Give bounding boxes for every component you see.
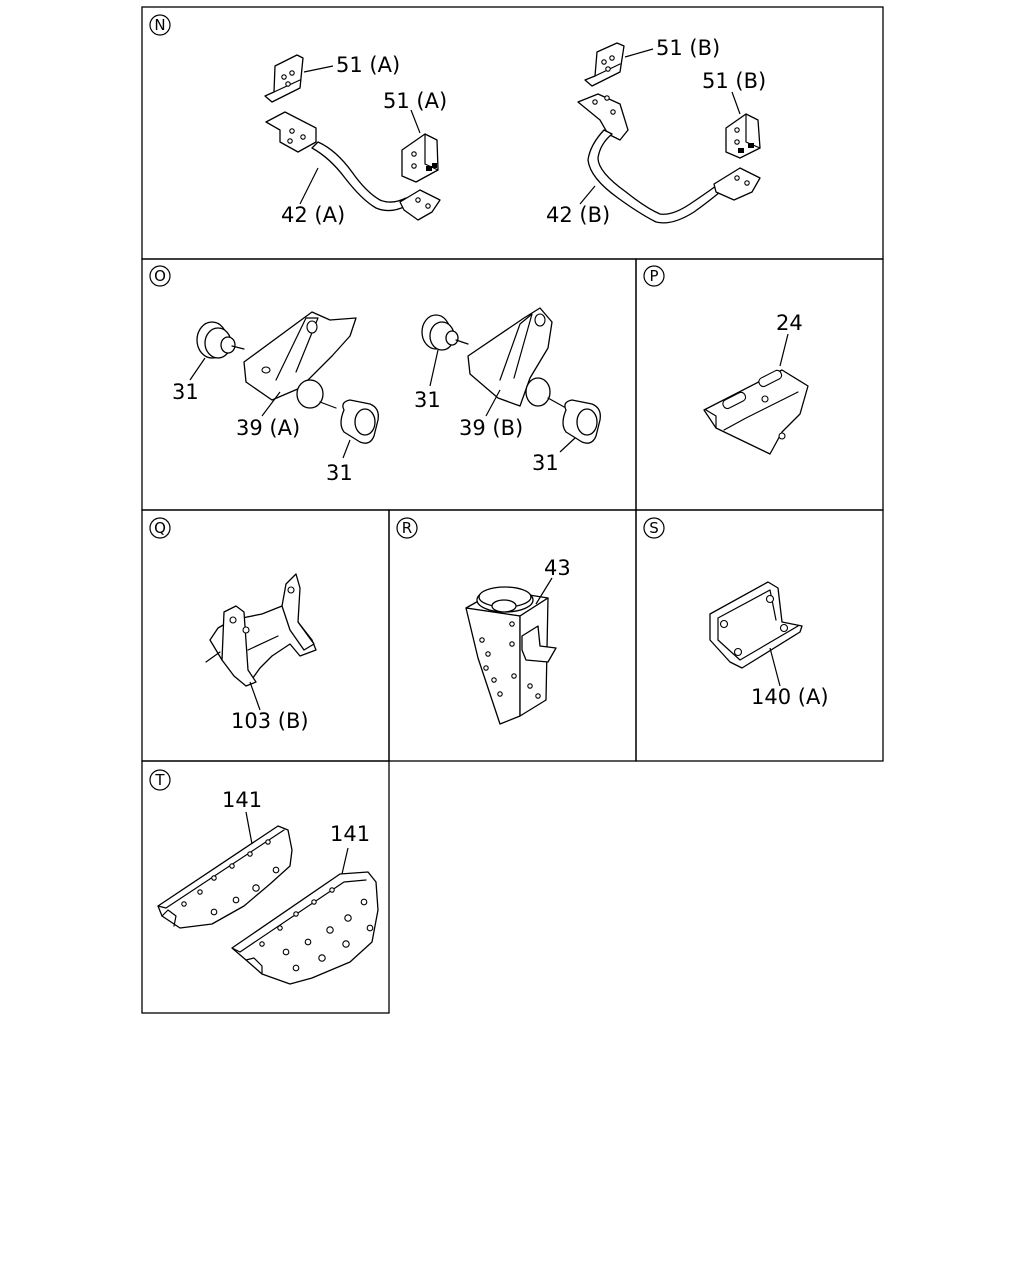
section-letter: Q — [154, 519, 166, 537]
plate-141-lower — [231, 871, 379, 985]
label-141-upper: 141 — [222, 788, 262, 812]
spring-hanger-39a — [243, 311, 357, 409]
frame-t — [141, 760, 390, 1014]
spring-hanger-103b — [205, 573, 317, 687]
section-marker-o: O — [149, 265, 171, 287]
label-42b: 42 (B) — [546, 203, 610, 227]
label-31-b: 31 — [326, 461, 353, 485]
label-43: 43 — [544, 556, 571, 580]
section-frames — [141, 6, 884, 1014]
bracket-24 — [703, 369, 809, 455]
label-39a: 39 (A) — [236, 416, 300, 440]
section-marker-p: P — [643, 265, 665, 287]
stabilizer-bar-42b — [577, 93, 761, 224]
section-marker-q: Q — [149, 517, 171, 539]
bracket-51b-top — [584, 42, 625, 87]
label-31-a: 31 — [172, 380, 199, 404]
label-140a: 140 (A) — [751, 685, 829, 709]
spring-hanger-39b — [467, 307, 567, 409]
frame-o — [141, 258, 637, 511]
section-letter: P — [649, 267, 658, 285]
plate-141-upper — [157, 825, 293, 929]
bushing-31-d — [562, 399, 601, 444]
section-letter: S — [649, 519, 659, 537]
frame-n — [141, 6, 884, 260]
label-31-d: 31 — [532, 451, 559, 475]
label-103b: 103 (B) — [231, 709, 309, 733]
section-letter: O — [154, 267, 166, 285]
bracket-51b-side — [725, 113, 761, 159]
label-51a-side: 51 (A) — [383, 89, 447, 113]
section-letter: N — [154, 16, 165, 34]
label-51a-top: 51 (A) — [336, 53, 400, 77]
section-t: T 141 — [149, 769, 379, 985]
label-51b-top: 51 (B) — [656, 36, 720, 60]
mount-43 — [465, 586, 557, 725]
bracket-51a-side — [401, 133, 439, 183]
label-42a: 42 (A) — [281, 203, 345, 227]
frame-s — [635, 509, 884, 762]
section-o: O 31 39 (A) 31 — [149, 265, 601, 485]
section-letter: T — [154, 771, 165, 789]
section-r: R 43 — [396, 517, 571, 725]
stabilizer-bar-42a — [265, 111, 441, 221]
bushing-31-b — [340, 399, 379, 444]
label-31-c: 31 — [414, 388, 441, 412]
label-24: 24 — [776, 311, 803, 335]
section-marker-r: R — [396, 517, 418, 539]
section-p: P 24 — [643, 265, 809, 455]
bushing-31-a — [196, 321, 245, 359]
bushing-31-c — [421, 314, 469, 351]
section-marker-s: S — [643, 517, 665, 539]
section-marker-t: T — [149, 769, 171, 791]
label-39b: 39 (B) — [459, 416, 523, 440]
section-marker-n: N — [149, 14, 171, 36]
label-141-lower: 141 — [330, 822, 370, 846]
section-n: N 51 (A) 42 (A) — [149, 14, 766, 227]
section-s: S 140 (A) — [643, 517, 829, 709]
bracket-51a-top — [264, 54, 304, 103]
bracket-140a — [709, 581, 803, 669]
section-letter: R — [402, 519, 412, 537]
section-q: Q 103 (B) — [149, 517, 317, 733]
label-51b-side: 51 (B) — [702, 69, 766, 93]
